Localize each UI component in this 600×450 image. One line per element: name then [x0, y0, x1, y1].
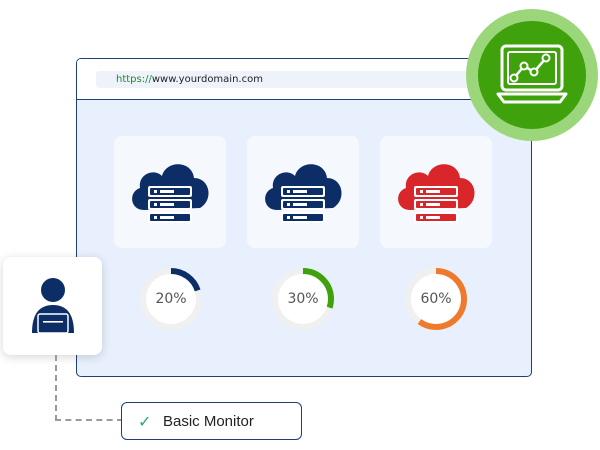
user-laptop-icon [32, 278, 74, 334]
usage-percent: 60% [420, 291, 452, 307]
usage-ring-2: 30% [270, 266, 336, 332]
address-bar: https://www.yourdomain.com [77, 59, 531, 100]
url-field[interactable]: https://www.yourdomain.com [96, 71, 496, 88]
url-scheme: https:// [116, 74, 152, 85]
cloud-server-icon [398, 164, 475, 223]
server-tile-2 [247, 136, 359, 248]
server-tile-1 [114, 136, 226, 248]
status-chip: ✓ Basic Monitor [121, 402, 302, 440]
usage-percent: 30% [287, 291, 319, 307]
usage-ring-3: 60% [403, 266, 469, 332]
user-card [3, 257, 102, 355]
url-host: www.yourdomain.com [151, 74, 263, 85]
status-label: Basic Monitor [163, 413, 254, 430]
dashed-connector [55, 355, 123, 421]
server-tile-3 [380, 136, 492, 248]
check-icon: ✓ [138, 412, 152, 431]
cloud-server-icon [132, 164, 209, 223]
usage-percent: 20% [155, 291, 187, 307]
monitoring-badge [466, 9, 598, 141]
cloud-server-icon [265, 164, 342, 223]
usage-ring-1: 20% [138, 266, 204, 332]
monitor-chart-icon [496, 44, 568, 104]
